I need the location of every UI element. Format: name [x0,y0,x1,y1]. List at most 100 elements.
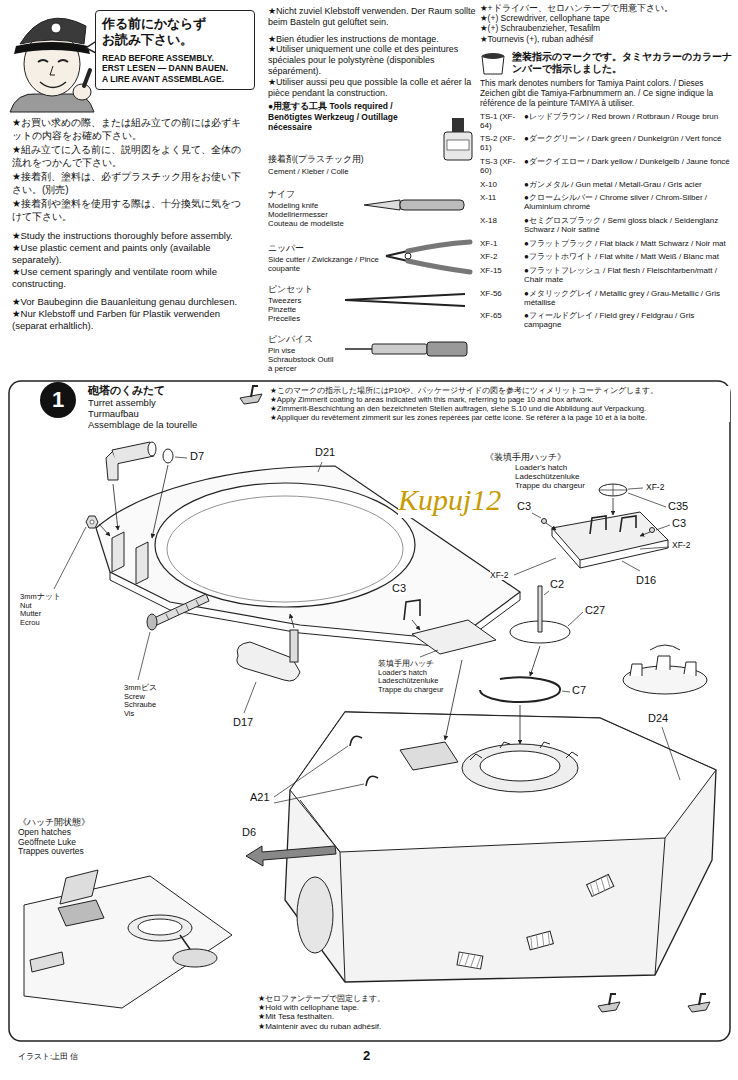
tool-name: ニッパー [268,243,378,253]
turret-body [300,800,665,982]
paint-code: X-11 [480,194,521,203]
paint-code: XF-2 [480,253,521,262]
mantlet-part [155,483,415,607]
hatch-part [599,484,627,496]
tape-piece [588,875,612,895]
turret-body [246,846,336,866]
callout-text: Trappe du chargeur [378,686,444,695]
assembly-arrow [520,705,521,744]
paint-code: TS-1 (XF-64) [480,113,521,131]
instruction-text: ★Use plastic cement and paints only (ava… [12,242,250,265]
callout-text: Ladeschützenluke [378,677,438,686]
step-number-text: 1 [52,386,64,414]
hatch-part [552,512,668,560]
assembly-arrow [530,646,540,676]
paint-icon [482,53,504,74]
step-frame [9,381,730,1041]
step-title: Turret assembly [88,398,156,409]
paint-code: XF-1 [480,240,521,249]
turret-body [285,712,716,982]
instruction-text: ★Utiliser uniquement une colle et des pe… [268,44,476,76]
paint-icon [482,53,504,59]
assembly-arrow [546,523,556,530]
instruction-note: ★セロファンテープで固定します。 [258,994,385,1003]
hatch-part [650,528,655,533]
mascot-illustration [51,23,61,33]
assembly-arrow [412,620,420,630]
callout-text: Nut [20,602,32,611]
callout-text: 3mmナット [20,593,61,602]
tools-heading: ●用意する工具 Tools required / Benötigtes Werk… [268,101,433,132]
mascot-illustration [10,18,98,112]
mantlet-part [166,600,199,620]
hatch-part [538,586,542,632]
tool-icon [345,294,465,306]
paint-code: XF-56 [480,290,521,299]
instruction-text: ★Bien étudier les instructions de montag… [268,34,476,45]
paint-name: ●ダークグリーン / Dark green / Dunkelgrün / Ver… [524,135,732,144]
tape-piece [587,874,614,896]
tool-name: Tweezers Pinzette Précelles [268,297,328,324]
paint-note: This mark denotes numbers for Tamiya Pai… [480,79,732,109]
tool-name: Pin vise Schraubstock Outil à percer [268,347,336,374]
leader-line [274,784,364,803]
speech-bubble: 作る前にかならず お読み下さい。READ BEFORE ASSEMBLY.ERS… [95,10,255,90]
part-number: D21 [315,446,335,459]
tool-name: Side cutter / Zwickzange / Pince coupant… [268,256,380,274]
part-number: C35 [668,500,688,513]
tape-piece [459,952,481,968]
tool-name: ピンバイス [268,334,338,344]
heading-text: 作る前にかならず お読み下さい。 [102,16,248,49]
instruction-text: ★+ドライバー、セロハンテープで用意下さい。 [480,3,732,13]
illustrator-credit: イラスト:上田 信 [18,1052,78,1062]
paint-name: ●レッドブラウン / Red brown / Rotbraun / Rouge … [524,113,732,122]
callout-text: Screw [124,693,145,702]
callout-text: 《装填手用ハッチ》 [485,452,566,462]
assembly-arrow [152,465,168,538]
part-number: D16 [636,574,656,587]
open-hatch-inset [173,949,217,967]
paint-name: ●セミグロスブラック / Semi gloss black / Seidengl… [524,217,732,235]
tool-name: 接着剤(プラスチック用) [268,154,438,164]
mantlet-part [167,496,403,602]
turret-body [480,751,560,781]
callout-text: Schraube [124,701,156,710]
turret-body [470,742,578,760]
zimmerit-icon [251,386,258,397]
heading-text: A LIRE AVANT ASSEMBLAGE. [102,74,248,85]
callout-text: Mutter [20,610,41,619]
callout-text: Ladeschützenluke [515,473,580,482]
instruction-note: ★Appliquer du revêtement zimmerit sur le… [270,413,730,422]
tool-icon [444,132,472,160]
paint-name: ●ガンメタル / Gun metal / Metall-Grau / Gris … [524,181,732,190]
open-hatch-inset [138,919,182,935]
leader-line [54,527,86,589]
instruction-text: ★Tournevis (+), ruban adhésif [480,34,732,44]
assembly-arrow [113,484,118,530]
heading-text: ERST LESEN — DANN BAUEN. [102,63,248,74]
mascot-illustration [73,84,91,100]
tool-icon [427,342,467,356]
instruction-text: ★お買い求めの際、または組み立ての前には必ずキットの内容をお確め下さい。 [12,116,250,142]
assembly-arrow [613,498,614,515]
callout-text: 《ハッチ開状態》 [18,818,90,828]
leader-line [656,525,670,530]
assembly-arrow [99,465,650,744]
step-title: Assemblage de la tourelle [88,420,197,431]
mascot-illustration [20,18,86,44]
tool-icon [452,118,464,132]
part-number: D7 [190,450,204,463]
leader-line [138,632,150,680]
hatch-part [404,600,420,620]
tool-icon [345,348,372,350]
instruction-note: ★Maintenir avec du ruban adhésif. [258,1022,381,1031]
part-number: C7 [572,684,586,697]
hatch-part [590,516,636,534]
tape-piece [587,874,614,896]
leader-line [54,457,680,803]
mantlet-part [90,520,94,524]
turret-body [350,736,378,786]
hatch-part [650,645,680,650]
watermark: Kupuj12 [398,482,501,518]
callout-text: Trappe du chargeur [515,482,585,491]
